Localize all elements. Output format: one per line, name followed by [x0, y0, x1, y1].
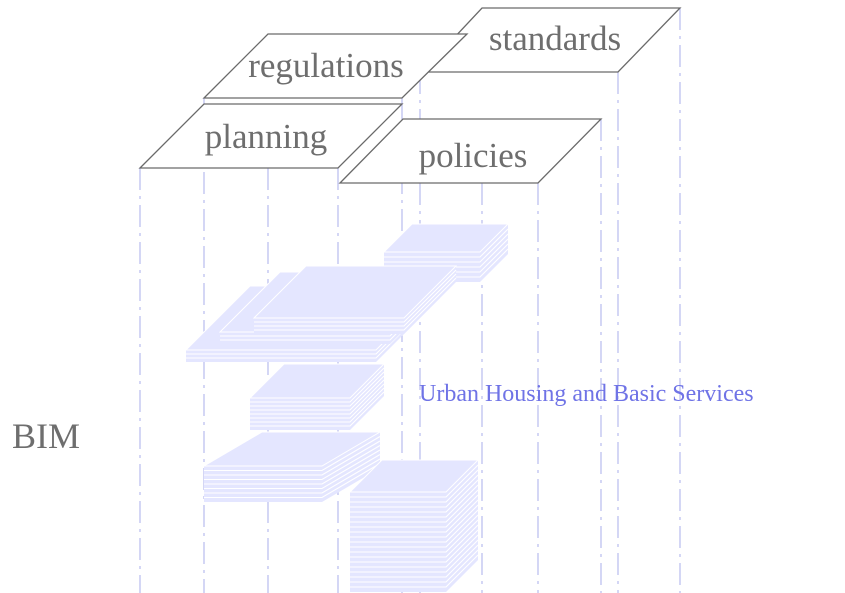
plane-planning: planning: [138, 103, 404, 169]
plane-regulations: regulations: [202, 33, 469, 99]
building-blocks: [184, 223, 510, 592]
plane-label-policies: policies: [419, 136, 528, 175]
plane-label-regulations: regulations: [248, 46, 404, 85]
block-platform-top: [252, 265, 458, 334]
block-stack-middle: [248, 363, 386, 430]
plane-label-standards: standards: [489, 19, 621, 58]
plane-label-planning: planning: [205, 117, 327, 156]
block-stack-lower-left: [202, 431, 382, 502]
block-stack-lower-right: [348, 459, 480, 592]
plane-standards: standards: [420, 7, 682, 73]
bim-label: BIM: [12, 416, 80, 456]
plane-policies: policies: [338, 118, 603, 184]
caption-urban-housing: Urban Housing and Basic Services: [419, 381, 754, 407]
